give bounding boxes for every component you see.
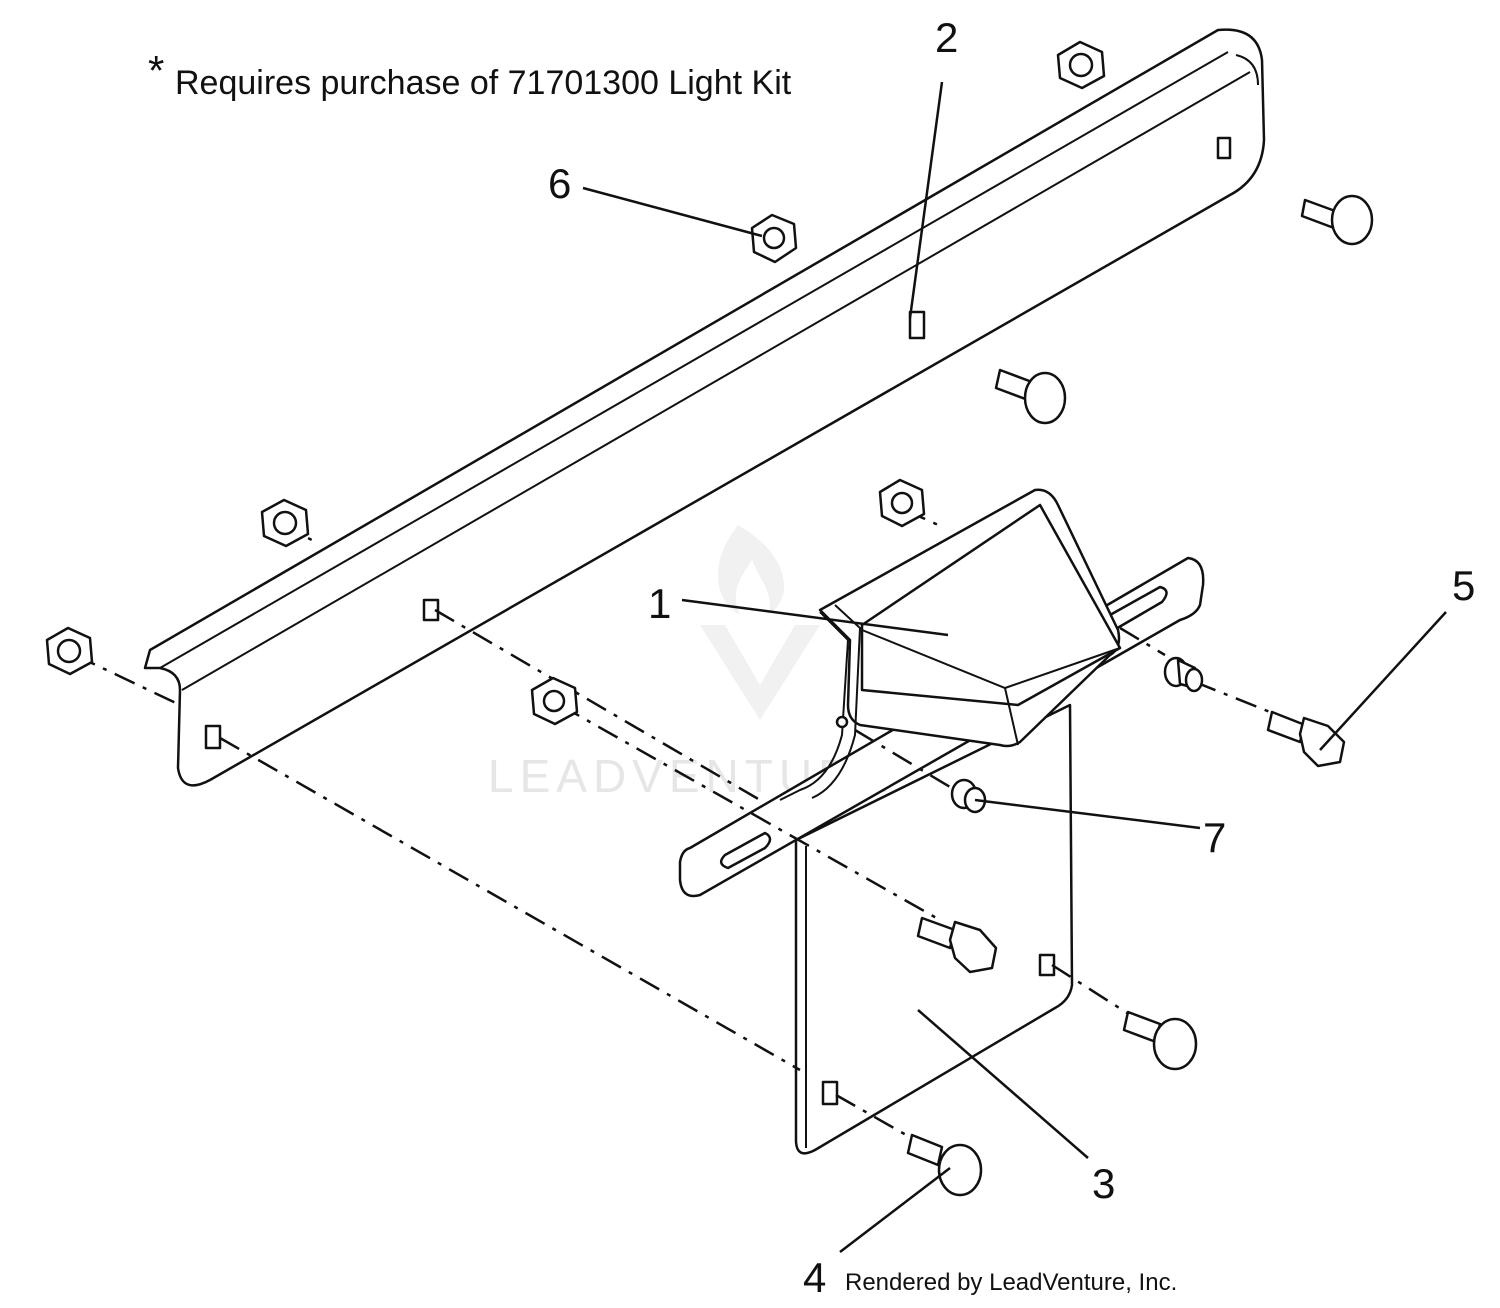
plate-square-hole [821, 1080, 839, 1106]
callout-7: 7 [1203, 814, 1226, 861]
carriage-bolt [1300, 194, 1374, 246]
rail-square-hole [422, 598, 440, 622]
assembly-lines [74, 508, 1271, 1142]
light-housing-part-1 [678, 488, 1205, 898]
bracket-slot [719, 831, 772, 870]
carriage-bolt-part-4 [906, 1133, 983, 1197]
flange-nut-part-6 [750, 213, 798, 264]
rail-square-hole [204, 724, 222, 750]
note-asterisk: * [148, 47, 164, 94]
rail-square-hole [1216, 136, 1232, 160]
callout-3: 3 [1092, 1160, 1115, 1207]
spacer-bushing [1163, 656, 1204, 693]
leader-lines [582, 81, 1447, 1253]
carriage-bolt [1122, 1010, 1198, 1071]
callout-2: 2 [935, 14, 958, 61]
watermark-logo-icon [700, 525, 820, 720]
hex-bolt-part-5 [1266, 710, 1346, 768]
callout-4: 4 [803, 1254, 826, 1301]
flange-nut [1056, 40, 1106, 90]
callout-6: 6 [548, 160, 571, 207]
rail-square-hole [908, 310, 926, 340]
flange-nut [45, 626, 94, 676]
flange-nut [878, 478, 926, 528]
flange-nut [260, 498, 310, 548]
callout-1: 1 [648, 580, 671, 627]
render-credit: Rendered by LeadVenture, Inc. [845, 1269, 1177, 1296]
hex-bolt [916, 916, 998, 974]
angle-rail-part-2 [143, 28, 1266, 787]
callout-5: 5 [1452, 562, 1475, 609]
kit-requirement-note: Requires purchase of 71701300 Light Kit [175, 64, 792, 102]
plate-square-hole [1038, 953, 1056, 977]
carriage-bolt [994, 368, 1067, 425]
flange-nut [530, 676, 579, 726]
